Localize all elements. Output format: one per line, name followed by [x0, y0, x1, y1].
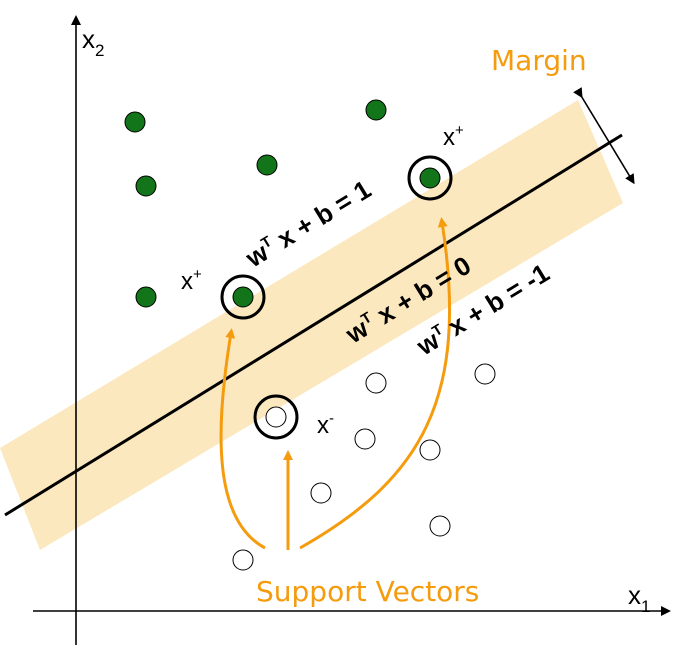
- positive-support-vector: [419, 167, 441, 189]
- decision-boundary: [4, 133, 623, 517]
- positive-support-vector: [232, 286, 254, 308]
- support-vector-ring: [253, 394, 299, 440]
- negative-point: [365, 372, 387, 394]
- x-plus-label-left: x+: [181, 266, 202, 295]
- positive-point: [124, 111, 146, 133]
- negative-support-vector: [265, 406, 287, 428]
- x-plus-label-top: x+: [443, 122, 464, 151]
- negative-point: [429, 515, 451, 537]
- support-vector-ring: [407, 155, 453, 201]
- negative-point: [419, 439, 441, 461]
- margin-arrow: [573, 87, 635, 185]
- support-arrow-left: [219, 328, 266, 550]
- negative-point: [232, 549, 254, 571]
- negative-point: [474, 363, 496, 385]
- negative-point: [354, 428, 376, 450]
- negative-point: [310, 482, 332, 504]
- positive-point: [256, 154, 278, 176]
- positive-point: [365, 99, 387, 121]
- y-axis-label: x2: [82, 24, 104, 60]
- support-arrow-right: [299, 217, 452, 550]
- positive-point: [135, 286, 157, 308]
- positive-point: [135, 175, 157, 197]
- margin-label: Margin: [491, 44, 587, 77]
- x-minus-label: x-: [317, 410, 334, 439]
- support-vector-ring: [220, 274, 266, 320]
- support-vectors-label: Support Vectors: [256, 575, 479, 608]
- x-axis-label: x1: [628, 580, 650, 616]
